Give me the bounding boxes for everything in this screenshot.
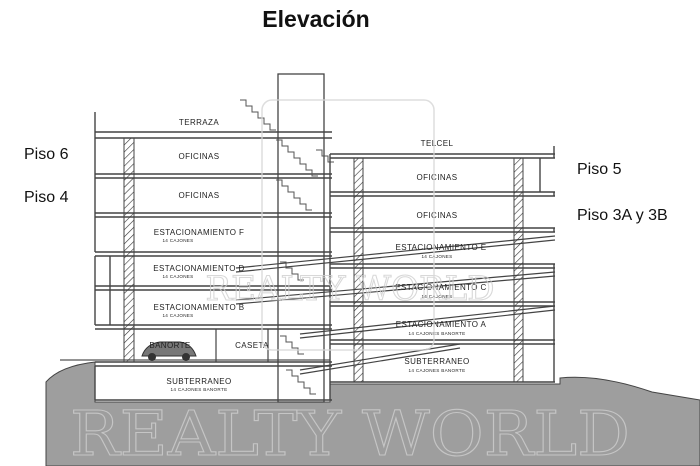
room-detail-estacionamiento-e: 14 CAJONES	[421, 254, 452, 259]
room-label-oficinas-upper: OFICINAS	[179, 152, 220, 161]
ground	[45, 361, 700, 466]
room-label-subterraneo-left: SUBTERRANEO	[166, 377, 231, 386]
floor-label-piso-4: Piso 4	[24, 189, 69, 206]
right-column-a	[353, 157, 364, 383]
room-detail-subterraneo-left: 14 CAJONES BANORTE	[171, 387, 228, 392]
room-label-estacionamiento-e: ESTACIONAMIENTO E	[396, 243, 487, 252]
room-detail-estacionamiento-b: 14 CAJONES	[162, 313, 193, 318]
room-label-banorte: BANORTE	[149, 341, 190, 350]
room-detail-estacionamiento-c: 14 CAJONES	[421, 294, 452, 299]
left-column	[123, 137, 135, 363]
room-label-estacionamiento-b: ESTACIONAMIENTO B	[154, 303, 245, 312]
room-label-subterraneo-right: SUBTERRANEO	[404, 357, 469, 366]
left-tower-labels: TERRAZA OFICINAS OFICINAS ESTACIONAMIENT…	[149, 118, 269, 392]
stair-tower	[277, 73, 325, 403]
floor-label-piso-6: Piso 6	[24, 146, 69, 163]
room-detail-subterraneo-right: 14 CAJONES BANORTE	[409, 368, 466, 373]
room-label-caseta: CASETA	[235, 341, 269, 350]
floor-label-piso-3a-3b: Piso 3A y 3B	[577, 207, 668, 224]
room-label-telcel: TELCEL	[421, 139, 454, 148]
ramps	[235, 235, 556, 375]
room-label-estacionamiento-c: ESTACIONAMIENTO C	[395, 283, 486, 292]
room-detail-estacionamiento-f: 14 CAJONES	[162, 238, 193, 243]
right-tower-labels: TELCEL OFICINAS OFICINAS ESTACIONAMIENTO…	[395, 139, 486, 373]
stair-tower-stairs	[240, 99, 334, 395]
watermark: REALTY WORLD REALTY WORLD	[69, 99, 631, 466]
watermark-text-middle: REALTY WORLD	[206, 269, 495, 309]
room-label-oficinas-lower: OFICINAS	[179, 191, 220, 200]
room-detail-estacionamiento-a: 14 CAJONES BANORTE	[409, 331, 466, 336]
room-detail-estacionamiento-d: 14 CAJONES	[162, 274, 193, 279]
car-icon	[141, 341, 197, 361]
page-title: Elevación	[262, 6, 370, 32]
watermark-text-bottom: REALTY WORLD	[70, 397, 630, 466]
room-label-oficinas-right-upper: OFICINAS	[417, 173, 458, 182]
room-label-oficinas-right-lower: OFICINAS	[417, 211, 458, 220]
room-label-estacionamiento-a: ESTACIONAMIENTO A	[396, 320, 487, 329]
room-label-estacionamiento-d: ESTACIONAMIENTO D	[153, 264, 244, 273]
left-tower-walls	[94, 112, 111, 400]
room-label-terraza: TERRAZA	[179, 118, 219, 127]
right-tower-walls	[329, 146, 555, 400]
right-column-b	[513, 157, 524, 383]
floor-label-piso-5: Piso 5	[577, 161, 622, 178]
room-label-estacionamiento-f: ESTACIONAMIENTO F	[154, 228, 245, 237]
